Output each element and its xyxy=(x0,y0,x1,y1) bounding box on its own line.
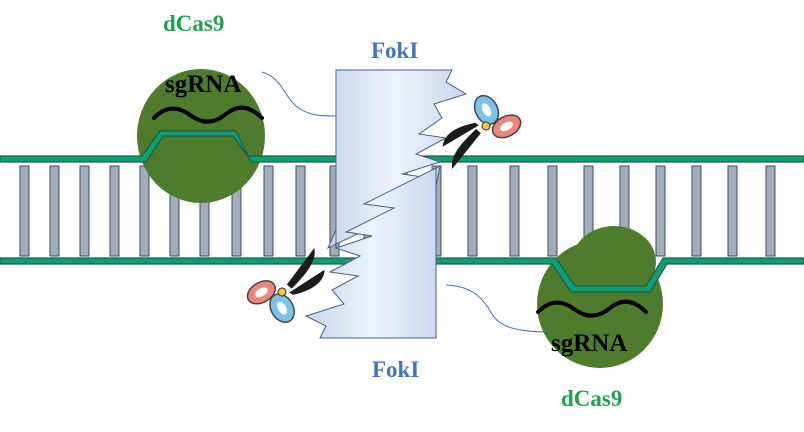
base-pair xyxy=(295,165,306,257)
base-pair xyxy=(467,165,478,257)
scissors-icon xyxy=(442,94,522,169)
base-pair xyxy=(79,165,90,257)
base-pair xyxy=(109,165,120,257)
base-pair xyxy=(49,165,60,257)
foki-label-top: FokI xyxy=(371,38,419,63)
base-pair xyxy=(655,165,666,257)
dcas9-label-bottom: dCas9 xyxy=(561,386,623,411)
base-pair xyxy=(509,165,520,257)
sgrna-strand-bottom xyxy=(536,299,648,318)
base-pair xyxy=(19,165,30,257)
dcas9-protein-bottom-lobe xyxy=(572,226,656,298)
sgrna-label-bottom: sgRNA xyxy=(551,330,628,357)
foki-domain-bottom xyxy=(304,165,441,339)
connector-line-top xyxy=(261,71,337,117)
connector-line-bottom xyxy=(445,284,551,333)
base-pair xyxy=(139,165,150,257)
dcas9-label-top: dCas9 xyxy=(163,11,225,36)
base-pair xyxy=(727,165,738,257)
dna-top-strand xyxy=(0,130,804,163)
dna-bottom-strand xyxy=(0,257,804,293)
base-pair xyxy=(691,165,702,257)
foki-label-bottom: FokI xyxy=(372,357,420,382)
sgrna-strand-top xyxy=(152,105,264,124)
base-pair xyxy=(263,165,274,257)
base-pair xyxy=(547,165,558,257)
base-pair xyxy=(765,165,776,257)
scissors-icon xyxy=(246,247,325,323)
sgrna-label-top: sgRNA xyxy=(165,71,242,98)
